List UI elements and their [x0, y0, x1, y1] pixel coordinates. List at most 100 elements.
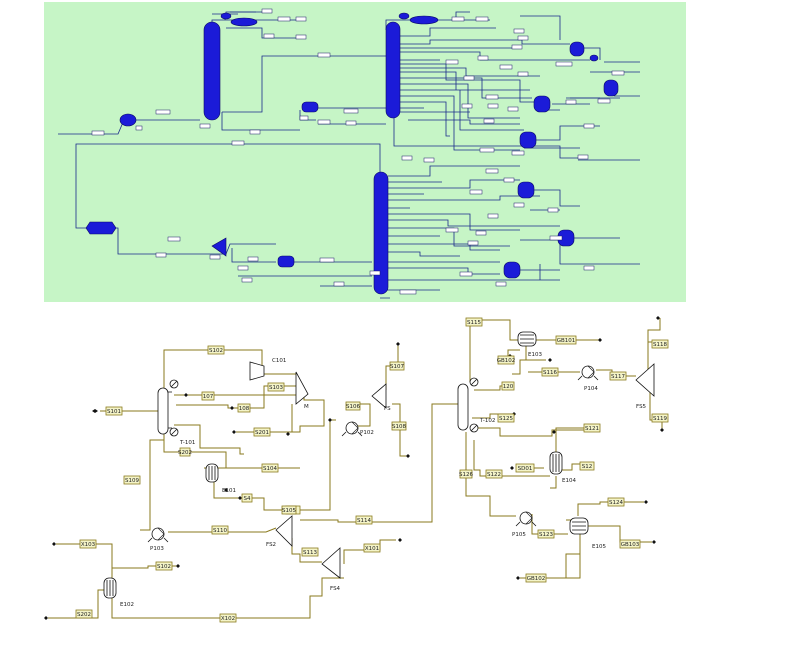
stream-tag-box [79, 539, 97, 549]
stream-tag-box [651, 339, 669, 349]
top-stream-tag [249, 129, 261, 135]
top-stream-tag [247, 256, 259, 262]
top-stream-tag [263, 33, 275, 39]
top-panel-background [44, 2, 686, 302]
stream-tag-label: X103 [81, 542, 96, 548]
top-stream-tag [467, 240, 479, 246]
top-stream-tag [445, 59, 459, 65]
stream-tag-s108: 108 [237, 403, 251, 413]
stream-tag-box [207, 345, 225, 355]
stream-tag-label: S119 [653, 416, 667, 422]
stream-tag-box [389, 361, 405, 371]
top-stream-tag [477, 55, 489, 61]
top-stream-tag [91, 130, 105, 136]
top-small-vessel [589, 54, 599, 62]
stream-tag-gb101: GB101 [555, 335, 577, 345]
equipment-labels: T-101 C101 M FS P102 E101 P103 FS2 FS4 E… [120, 352, 647, 608]
stream-tag-box [179, 447, 191, 457]
top-stream-tag [487, 103, 499, 109]
top-stream-tag [317, 119, 331, 125]
label-p103: P103 [150, 546, 164, 552]
stream-tag-s105: S105 [281, 505, 297, 515]
stream-tag-label: S126 [459, 472, 473, 478]
top-flash-vessel [119, 113, 137, 127]
top-drum-3 [301, 101, 319, 113]
stream-tag-label: 120 [503, 384, 514, 390]
top-flowsheet-panel [44, 2, 686, 302]
stream-tag-s103: S103 [267, 382, 285, 392]
stream-tag-label: S4 [244, 496, 251, 502]
stream-tag-box [579, 461, 595, 471]
stream-tag-label: S118 [653, 342, 667, 348]
stream-tag-label: S116 [543, 370, 557, 376]
stream-tag-label: S125 [499, 416, 513, 422]
top-stream-tag [495, 281, 507, 287]
top-stripper-4 [519, 131, 537, 149]
stream-tag-box [363, 543, 381, 553]
stream-tag-gb102: GB102 [497, 355, 515, 365]
exchanger-e101 [205, 463, 219, 483]
stream-tag-label: S104 [263, 466, 277, 472]
stream-tag-label: GB101 [557, 338, 576, 344]
stream-tag-gb103: GB103 [619, 539, 641, 549]
stream-tag-s4a: S4 [241, 493, 253, 503]
top-equipment [85, 12, 619, 295]
stream-tag-box [485, 469, 503, 479]
stream-tag-label: S114 [357, 518, 371, 524]
label-fs4: FS4 [330, 586, 341, 592]
label-e104: E104 [562, 478, 576, 484]
stream-tag-box [497, 355, 515, 365]
top-stream-tag [499, 64, 513, 70]
stream-tag-s101: S101 [105, 406, 123, 416]
stream-tag-box [609, 371, 627, 381]
top-stream-tag [241, 277, 253, 283]
stream-tag-box [267, 382, 285, 392]
stream-tag-s107b: S107 [389, 361, 405, 371]
stream-tag-box [261, 463, 279, 473]
top-stream-tag [401, 155, 413, 161]
top-stream-tag [345, 120, 357, 126]
top-stream-tag [199, 123, 211, 129]
stream-tag-s119: S119 [651, 413, 669, 423]
exchanger-e103 [517, 331, 537, 347]
top-stream-tag [511, 150, 525, 156]
top-stream-tag [583, 265, 595, 271]
stream-tag-label: S109 [125, 478, 139, 484]
stream-tag-label: SD01 [518, 466, 533, 472]
pump-p103 [147, 527, 169, 543]
top-stream-tag [445, 227, 459, 233]
top-condenser-2 [398, 12, 410, 20]
stream-tag-label: GB103 [621, 542, 640, 548]
top-stream-tag [231, 140, 245, 146]
top-stream-tag [261, 8, 273, 14]
top-drum-4 [277, 255, 295, 268]
column-t101 [157, 379, 179, 437]
stream-tag-gb102b: GB102 [525, 573, 547, 583]
stream-tag-s202b: S202 [75, 609, 93, 619]
stream-tag-s118: S118 [651, 339, 669, 349]
stream-tag-s123: S123 [537, 529, 555, 539]
stream-tag-box [459, 469, 473, 479]
splitter-fs5 [635, 363, 655, 397]
stream-tag-box [465, 317, 483, 327]
stream-tag-box [201, 391, 215, 401]
stream-tag-s113: S113 [301, 547, 319, 557]
stream-tag-box [241, 493, 253, 503]
stream-tag-s126: S126 [459, 469, 473, 479]
label-fs: FS [384, 406, 391, 412]
stream-tag-label: S102 [157, 564, 171, 570]
stream-tag-s125: S125 [497, 413, 515, 423]
stream-tag-s109: S109 [123, 475, 141, 485]
mixer-m [295, 371, 309, 405]
top-stream-tag [503, 177, 515, 183]
label-t102: T-102 [479, 418, 495, 424]
top-drum-2 [409, 15, 439, 25]
stream-tag-box [281, 505, 297, 515]
label-e101: E101 [222, 488, 236, 494]
stream-tag-box [497, 413, 515, 423]
top-stripper-5 [517, 181, 535, 199]
top-stream-tag [463, 75, 475, 81]
top-stream-tag [565, 99, 577, 105]
top-stream-tag [237, 265, 249, 271]
top-stream-tag [487, 213, 499, 219]
